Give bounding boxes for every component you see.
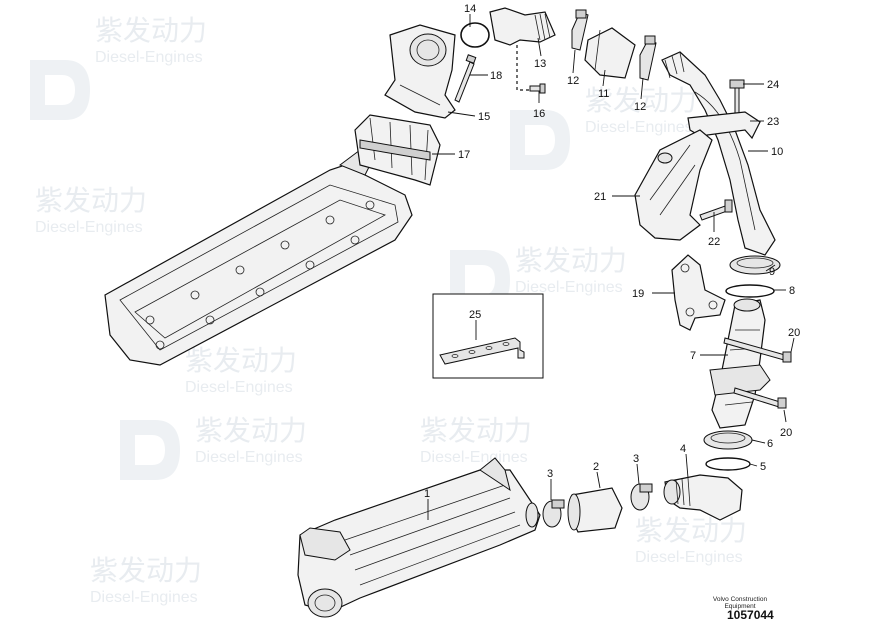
watermark-brand-cn: 紫发动力 <box>95 15 207 46</box>
mounting-bracket <box>671 254 726 331</box>
watermark-brand-cn: 紫发动力 <box>185 345 297 376</box>
callout-1: 1 <box>424 488 430 500</box>
bolt <box>699 199 733 221</box>
callout-13: 13 <box>534 58 546 70</box>
callout-4: 4 <box>680 443 686 455</box>
leader-lines <box>427 14 795 520</box>
exhaust-flange-adapter <box>384 24 456 119</box>
bolt <box>733 387 787 409</box>
egr-elbow-pipe <box>489 7 556 46</box>
callout-11: 11 <box>598 88 609 100</box>
watermark-brand-en: Diesel-Engines <box>35 219 143 236</box>
callout-12: 12 <box>567 75 579 87</box>
callout-18: 18 <box>490 70 502 82</box>
watermark-brand-en: Diesel-Engines <box>515 279 623 296</box>
watermark-brand-en: Diesel-Engines <box>420 449 528 466</box>
manufacturer-line-1: Volvo Construction <box>712 596 768 603</box>
hose-clamp <box>630 483 653 511</box>
callout-10: 10 <box>771 146 783 158</box>
callout-labels: 14 13 12 11 12 24 18 15 16 23 17 10 21 2… <box>424 3 800 500</box>
callout-24: 24 <box>767 79 779 91</box>
bolt <box>529 83 546 94</box>
callout-15: 15 <box>478 111 490 123</box>
callout-9: 9 <box>769 266 775 278</box>
hose-clamp <box>639 35 657 81</box>
callout-8: 8 <box>789 285 795 297</box>
watermark-brand-en: Diesel-Engines <box>90 589 198 606</box>
inset-detail-box <box>432 293 544 379</box>
watermark-brand-cn: 紫发动力 <box>420 415 532 446</box>
callout-5: 5 <box>760 461 766 473</box>
heat-shield <box>354 114 441 186</box>
egr-cooler <box>297 457 541 618</box>
watermark-brand-en: Diesel-Engines <box>635 549 743 566</box>
o-ring <box>460 22 490 48</box>
bolt <box>454 54 477 103</box>
watermark-brand-cn: 紫发动力 <box>195 415 307 446</box>
callout-17: 17 <box>458 149 470 161</box>
manufacturer-line-2: Equipment <box>724 603 756 610</box>
hose-clamp <box>542 499 565 528</box>
egr-hose <box>567 487 623 533</box>
callout-20: 20 <box>780 427 792 439</box>
watermark-brand-cn: 紫发动力 <box>35 185 147 216</box>
callout-12: 12 <box>634 101 646 113</box>
callout-25: 25 <box>469 309 481 321</box>
manufacturer-label: Volvo Construction Equipment <box>700 596 780 610</box>
callout-22: 22 <box>708 236 720 248</box>
v-band-clamp <box>703 430 753 450</box>
watermark-brand-cn: 紫发动力 <box>635 515 747 546</box>
callout-16: 16 <box>533 108 545 120</box>
callout-14: 14 <box>464 3 476 15</box>
watermark-brand-en: Diesel-Engines <box>585 119 693 136</box>
bolt <box>723 337 792 363</box>
egr-hose <box>584 27 636 79</box>
hose-clamp <box>571 9 589 51</box>
callout-3: 3 <box>633 453 639 465</box>
pipe-clip <box>687 111 761 140</box>
callout-2: 2 <box>593 461 599 473</box>
callout-23: 23 <box>767 116 779 128</box>
watermark-brand-cn: 紫发动力 <box>90 555 202 586</box>
watermark-brand-en: Diesel-Engines <box>195 449 303 466</box>
egr-elbow <box>663 474 743 521</box>
egr-valve-body <box>709 298 771 429</box>
watermark-brand-en: Diesel-Engines <box>185 379 293 396</box>
gasket <box>705 457 751 471</box>
callout-7: 7 <box>690 350 696 362</box>
callout-19: 19 <box>632 288 644 300</box>
callout-6: 6 <box>767 438 773 450</box>
watermark-brand-cn: 紫发动力 <box>585 85 697 116</box>
pipe-bracket <box>634 129 713 241</box>
watermark-brand-en: Diesel-Engines <box>95 49 203 66</box>
watermark-brand-cn: 紫发动力 <box>515 245 627 276</box>
assembly-dash-line <box>516 45 530 91</box>
callout-20: 20 <box>788 327 800 339</box>
callout-21: 21 <box>594 191 606 203</box>
exhaust-manifold <box>104 149 413 366</box>
callout-3: 3 <box>547 468 553 480</box>
drawing-number: 1057044 <box>727 608 774 622</box>
gasket <box>725 284 775 298</box>
